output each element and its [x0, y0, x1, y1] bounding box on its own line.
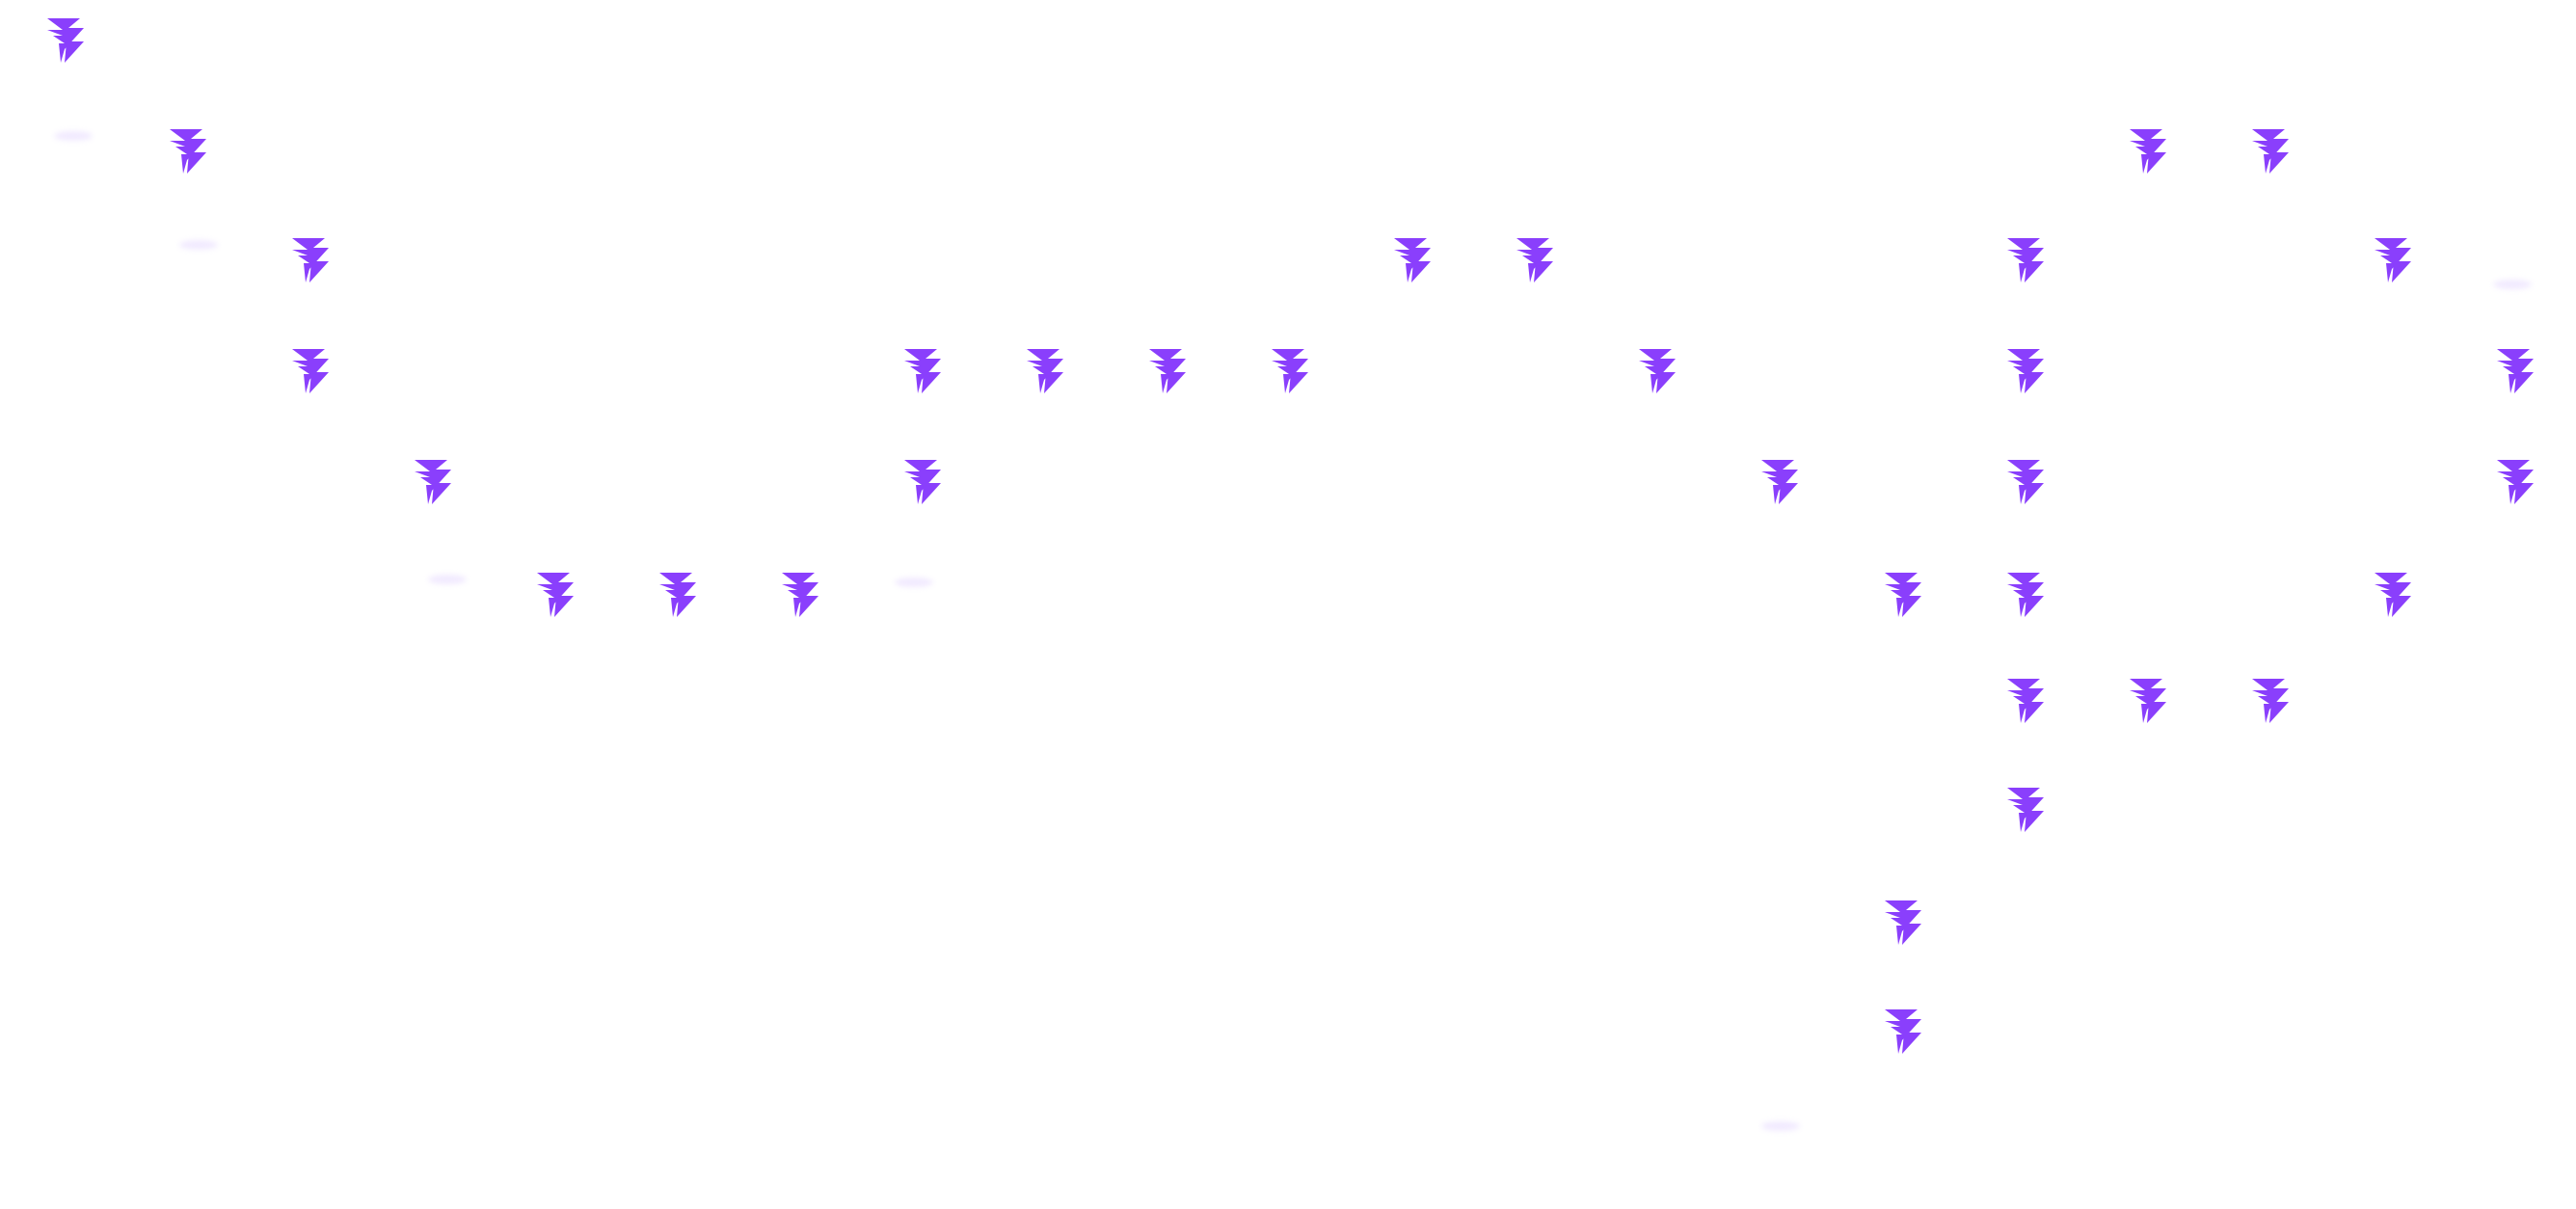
lightning-bolt-icon: [2001, 573, 2052, 619]
lightning-bolt-icon: [899, 460, 949, 506]
lightning-bolt-icon: [164, 128, 214, 175]
lightning-bolt-icon: [1266, 349, 1316, 395]
lightning-bolt-icon: [2001, 238, 2052, 284]
lightning-bolt-icon: [1879, 573, 1929, 619]
lightning-bolt-icon: [2246, 128, 2296, 175]
lightning-bolt-icon: [2369, 573, 2419, 619]
faint-bolt-trace: [179, 240, 219, 251]
faint-bolt-trace: [2493, 280, 2533, 290]
lightning-bolt-icon: [531, 573, 581, 619]
lightning-bolt-icon: [2491, 349, 2541, 395]
faint-bolt-trace: [53, 130, 93, 141]
lightning-bolt-icon: [2001, 679, 2052, 725]
lightning-bolt-icon: [2001, 460, 2052, 506]
lightning-bolt-icon: [1021, 349, 1071, 395]
lightning-bolt-icon: [41, 17, 92, 65]
lightning-bolt-icon: [286, 238, 336, 284]
lightning-bolt-icon: [1879, 900, 1929, 947]
lightning-bolt-icon: [654, 573, 704, 619]
lightning-bolt-icon: [776, 573, 826, 619]
faint-bolt-trace: [894, 578, 933, 588]
lightning-bolt-icon: [899, 349, 949, 395]
lightning-bolt-icon: [2001, 349, 2052, 395]
lightning-bolt-icon: [409, 460, 459, 506]
lightning-bolt-icon: [2124, 679, 2174, 725]
lightning-bolt-icon: [1756, 460, 1806, 506]
lightning-bolt-icon: [2369, 238, 2419, 284]
lightning-bolt-icon: [1143, 349, 1194, 395]
lightning-bolt-icon: [1388, 238, 1438, 284]
lightning-bolt-icon: [1633, 349, 1683, 395]
faint-bolt-trace: [1761, 1120, 1801, 1131]
faint-bolt-trace: [427, 574, 467, 584]
lightning-bolt-icon: [1511, 238, 1561, 284]
lightning-bolt-icon: [2001, 788, 2052, 834]
lightning-bolt-icon: [2124, 128, 2174, 175]
lightning-bolt-icon: [286, 349, 336, 395]
lightning-bolt-icon: [1879, 1009, 1929, 1056]
lightning-bolt-icon: [2246, 679, 2296, 725]
lightning-bolt-icon: [2491, 460, 2541, 506]
